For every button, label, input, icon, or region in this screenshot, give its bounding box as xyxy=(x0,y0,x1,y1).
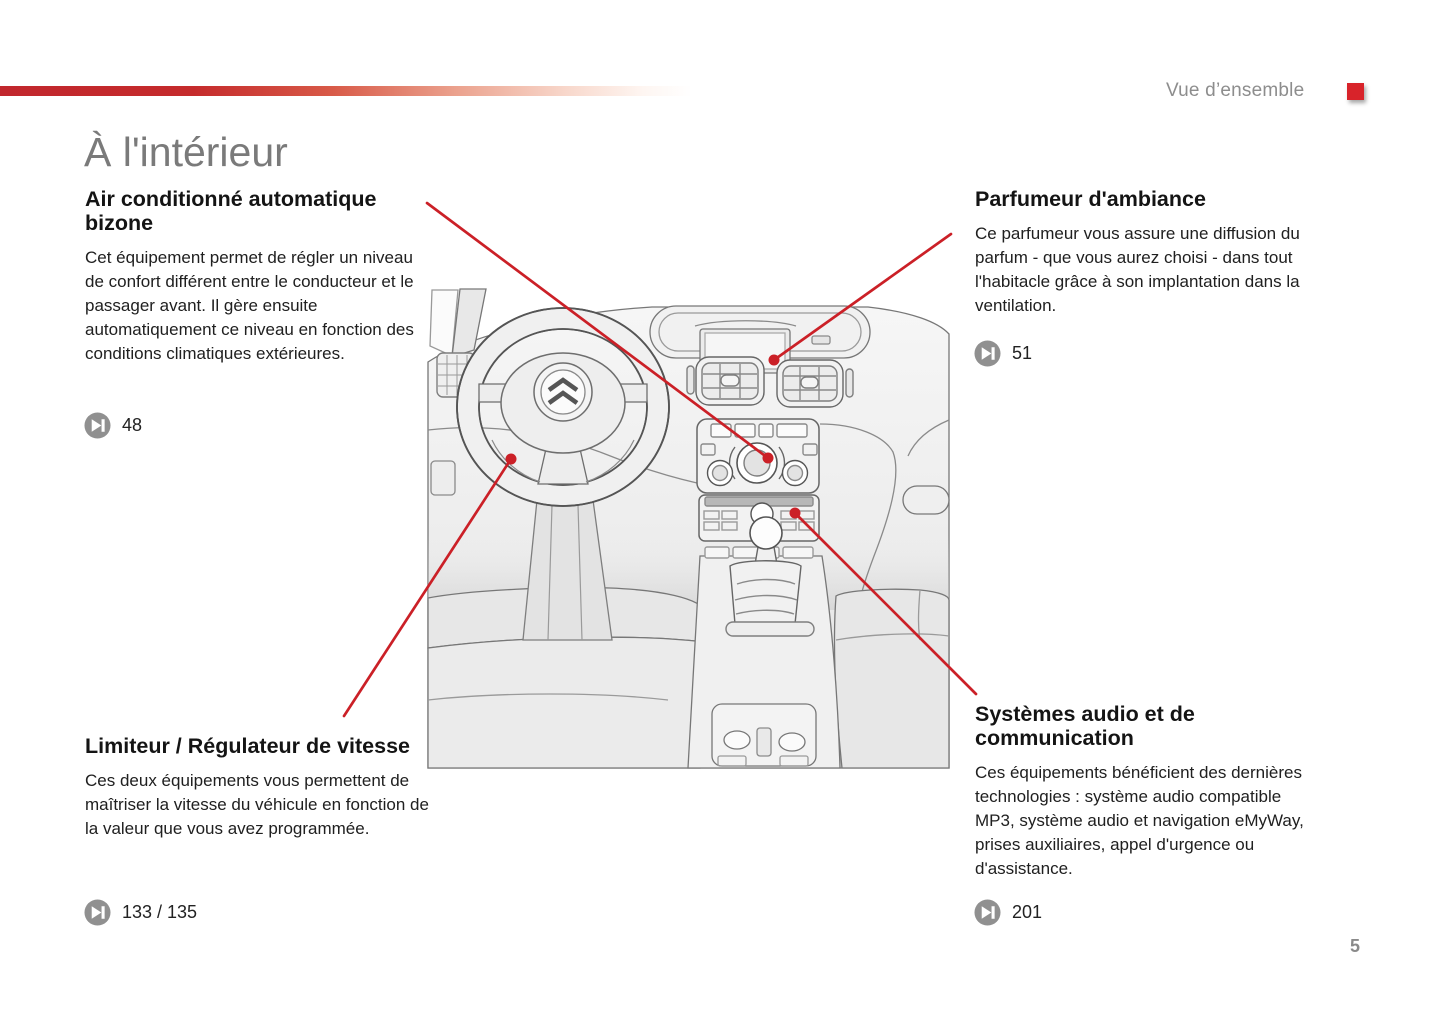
feature-heading-speed: Limiteur / Régulateur de vitesse xyxy=(85,734,410,758)
callout-dot-audio xyxy=(789,507,801,519)
page-ref-climate: 48 xyxy=(84,412,142,439)
skip-next-icon xyxy=(974,899,1001,926)
feature-body-audio: Ces équipements bénéficient des dernière… xyxy=(975,763,1304,878)
section-accent-square xyxy=(1347,83,1364,100)
callout-annotations xyxy=(342,201,978,718)
feature-body-fragrance: Ce parfumeur vous assure une diffusion d… xyxy=(975,224,1300,315)
callout-line-audio xyxy=(793,511,978,696)
page-title: À l'intérieur xyxy=(84,129,288,175)
skip-next-icon xyxy=(974,340,1001,367)
feature-audio: Systèmes audio et de communication Ces é… xyxy=(975,702,1309,881)
skip-next-icon xyxy=(84,412,111,439)
feature-climate: Air conditionné automatique bizone Cet é… xyxy=(85,187,429,366)
steering-wheel xyxy=(456,307,670,641)
feature-speed: Limiteur / Régulateur de vitesse Ces deu… xyxy=(85,734,429,841)
page-number: 5 xyxy=(1350,936,1361,956)
red-gradient-bar xyxy=(0,86,692,96)
page-ref-speed: 133 / 135 xyxy=(84,899,197,926)
feature-fragrance: Parfumeur d'ambiance Ce parfumeur vous a… xyxy=(975,187,1309,318)
feature-body-climate: Cet équipement permet de régler un nivea… xyxy=(85,248,414,363)
feature-body-speed: Ces deux équipements vous permettent de … xyxy=(85,771,429,838)
air-vents xyxy=(436,352,854,408)
callout-line-fragrance xyxy=(772,232,953,362)
callout-dot-climate xyxy=(762,452,774,464)
page-ref-number: 201 xyxy=(1012,902,1043,922)
citroen-logo-icon xyxy=(533,362,593,422)
page-ref-audio: 201 xyxy=(974,899,1042,926)
climate-control-panel xyxy=(696,418,820,494)
feature-heading-fragrance: Parfumeur d'ambiance xyxy=(975,187,1206,211)
callout-line-climate xyxy=(425,201,770,460)
page-ref-number: 51 xyxy=(1012,343,1033,363)
page-ref-number: 48 xyxy=(122,415,143,435)
callout-dot-speed xyxy=(505,453,517,465)
skip-next-icon xyxy=(84,899,111,926)
feature-heading-climate: Air conditionné automatique bizone xyxy=(85,187,377,235)
page-ref-number: 133 / 135 xyxy=(122,902,198,922)
page-ref-fragrance: 51 xyxy=(974,340,1032,367)
callout-line-speed xyxy=(342,457,513,718)
feature-heading-audio: Systèmes audio et de communication xyxy=(975,702,1195,750)
center-console xyxy=(687,555,841,769)
seats xyxy=(427,586,950,769)
gear-shifter xyxy=(725,516,815,637)
section-label: Vue d’ensemble xyxy=(1166,80,1305,101)
callout-dot-fragrance xyxy=(768,354,780,366)
